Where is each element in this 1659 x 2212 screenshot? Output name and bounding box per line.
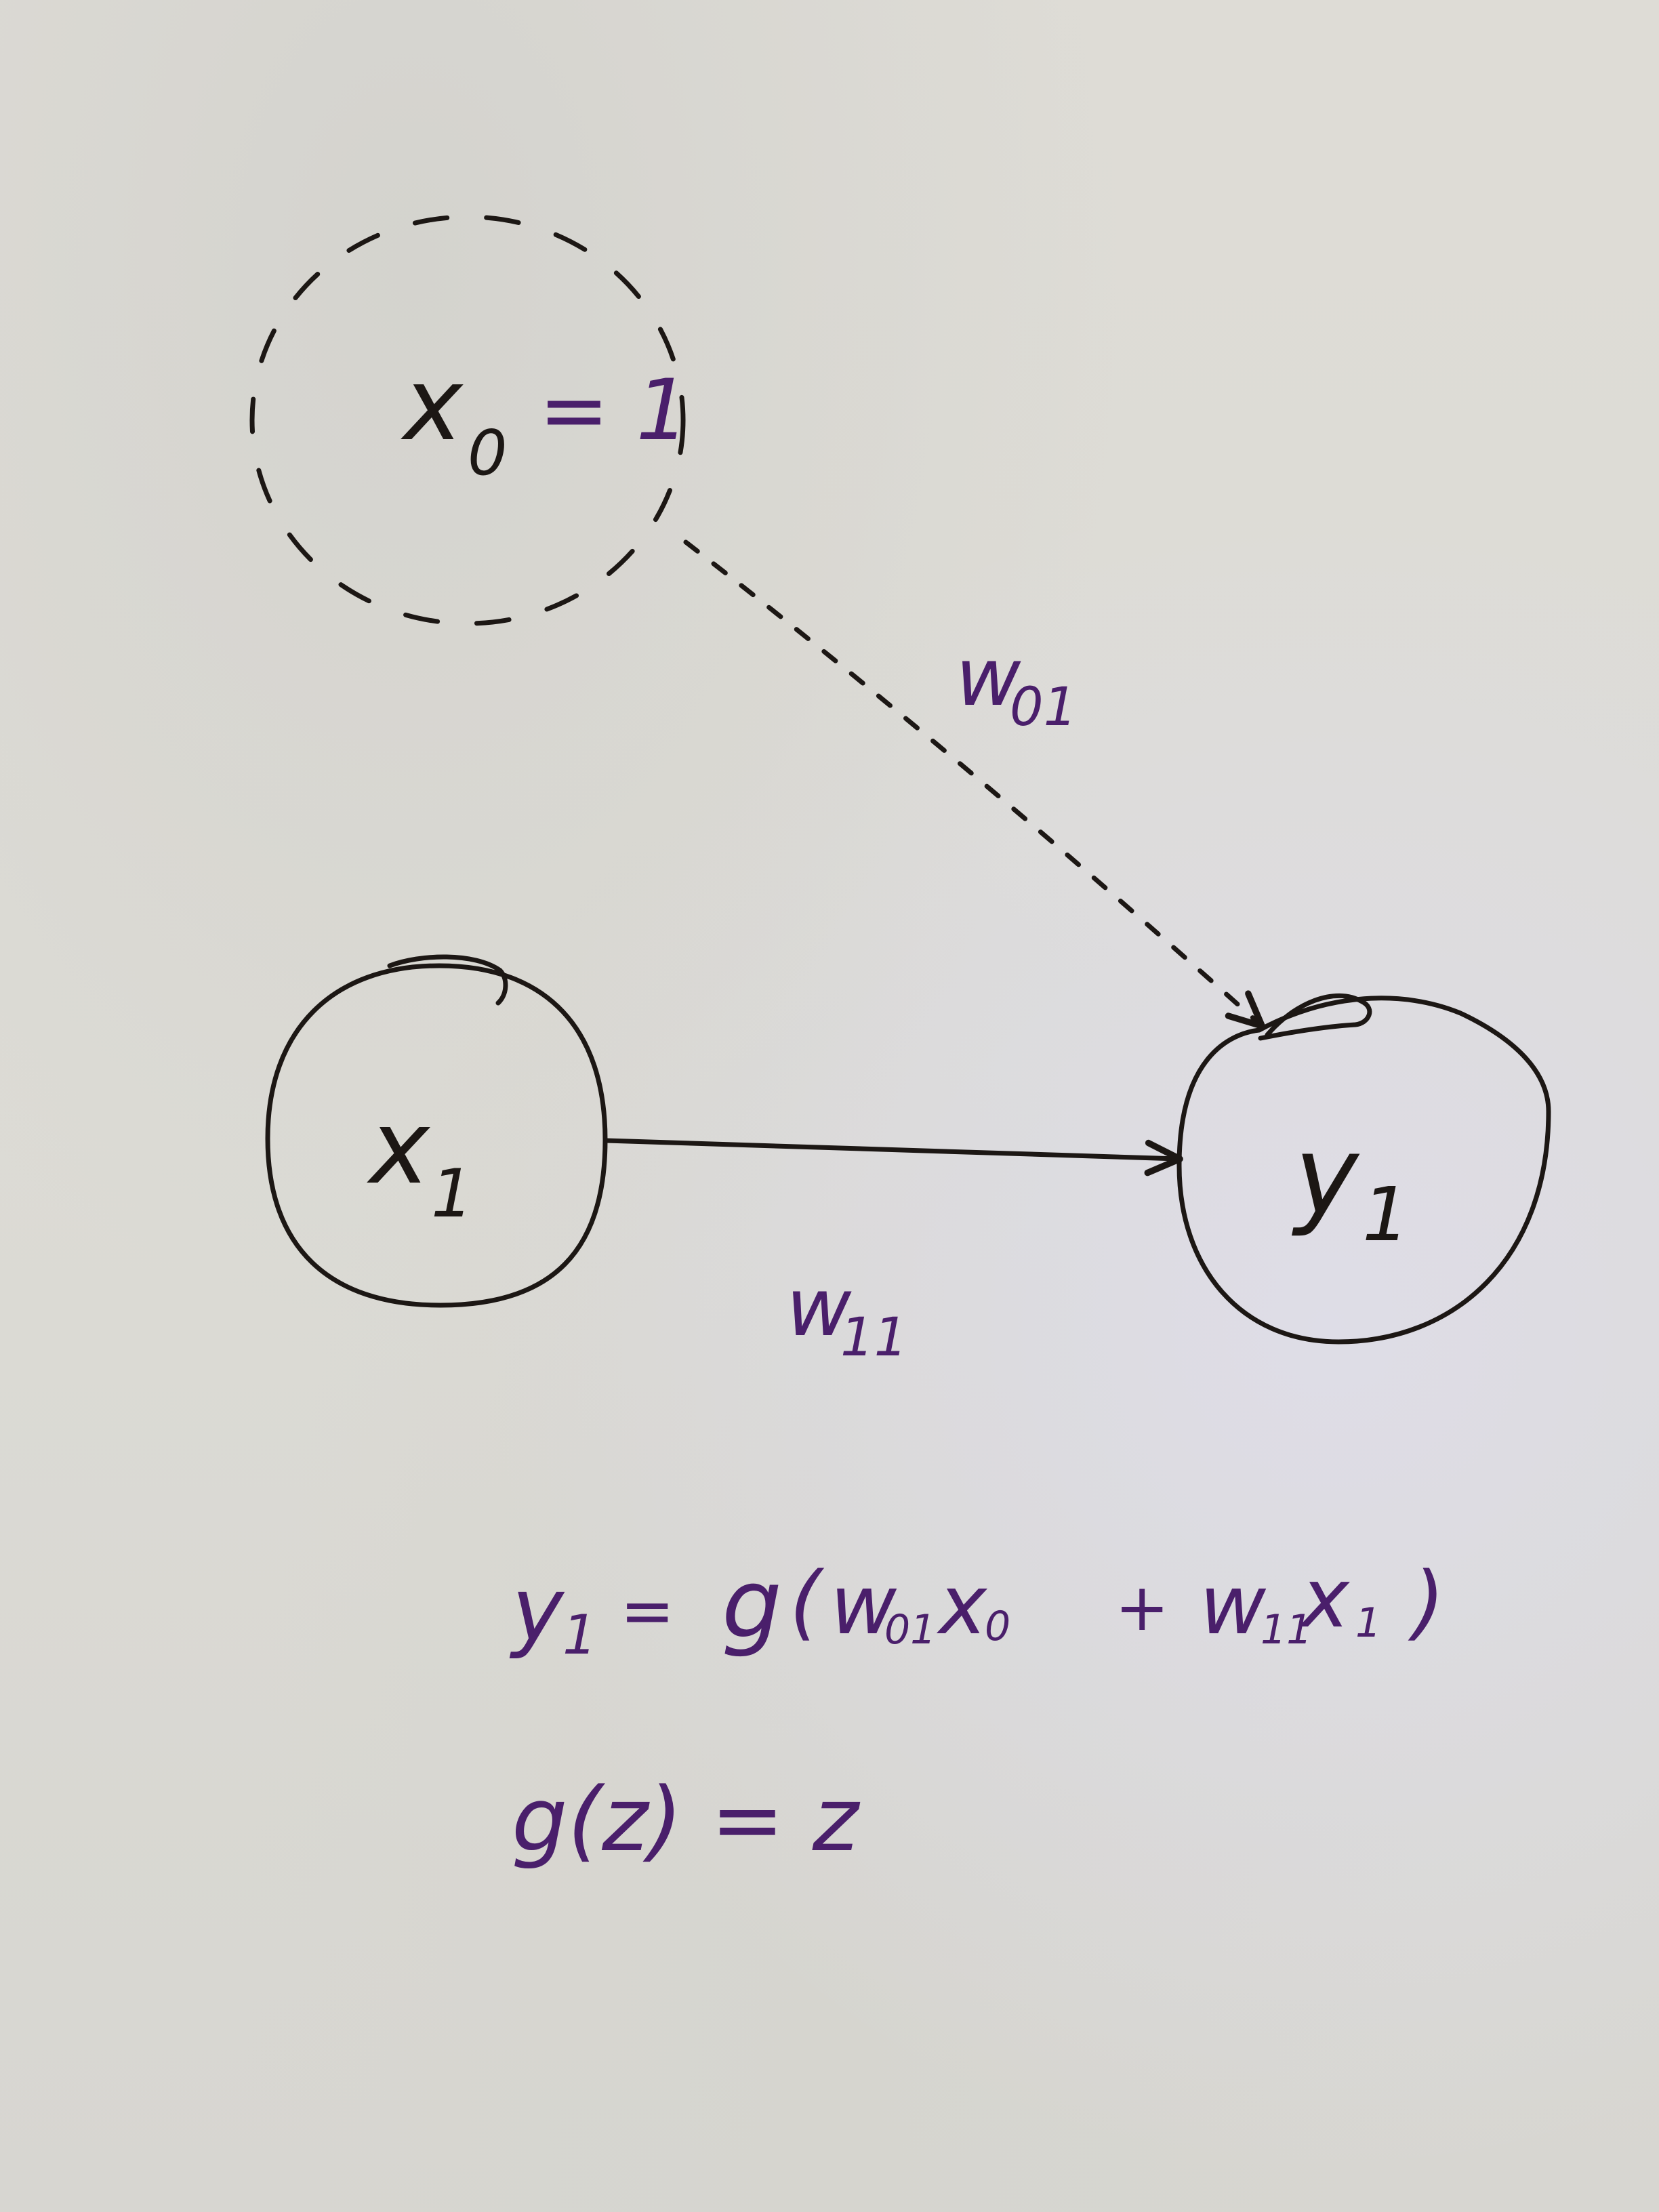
output-node-circle <box>1176 996 1551 1345</box>
eq1-lhs-var: y <box>509 1558 565 1661</box>
bias-weight-sub: 01 <box>1010 677 1077 738</box>
eq1-close-paren: ) <box>1408 1555 1445 1650</box>
eq1-x2-sub: 1 <box>1355 1599 1381 1647</box>
output-node-overstroke <box>1258 993 1372 1041</box>
input-node-var: x <box>367 1089 431 1207</box>
eq1-plus: + <box>1115 1570 1169 1645</box>
bias-weight-var: w <box>956 630 1021 724</box>
input-weight-var: w <box>786 1261 852 1354</box>
bias-node-value: = 1 <box>539 362 689 459</box>
eq1-x1-sub: 0 <box>985 1603 1010 1650</box>
input-node-overstroke <box>387 954 508 1006</box>
eq1-x1: x <box>936 1559 988 1653</box>
eq1-equals: = <box>620 1573 674 1649</box>
eq1-x2: x <box>1298 1552 1351 1646</box>
eq1-func: g <box>722 1549 782 1660</box>
output-node-sub: 1 <box>1362 1171 1410 1258</box>
bias-node-circle <box>249 214 686 626</box>
input-node-circle <box>265 963 608 1308</box>
input-weight-sub: 11 <box>840 1307 907 1368</box>
eq1-w1: w <box>830 1559 897 1653</box>
eq1-w2-sub: 11 <box>1261 1606 1312 1654</box>
bias-to-output-edge <box>683 539 1266 1029</box>
output-node-var: y <box>1292 1112 1360 1239</box>
input-node-sub: 1 <box>431 1155 473 1233</box>
eq1-open-paren: ( <box>790 1555 825 1650</box>
input-to-output-edge <box>604 1138 1183 1176</box>
bias-node-var: x <box>401 346 464 463</box>
equation-line-1: y 1 = g ( w 01 x 0 + w 11 x 1 ) <box>509 1549 1445 1666</box>
bias-node-sub: 0 <box>468 417 508 489</box>
equation-line-2: g(z) = z <box>512 1768 861 1871</box>
eq1-lhs-sub: 1 <box>562 1603 597 1666</box>
eq1-w2: w <box>1200 1559 1267 1653</box>
eq1-w1-sub: 01 <box>884 1606 936 1654</box>
